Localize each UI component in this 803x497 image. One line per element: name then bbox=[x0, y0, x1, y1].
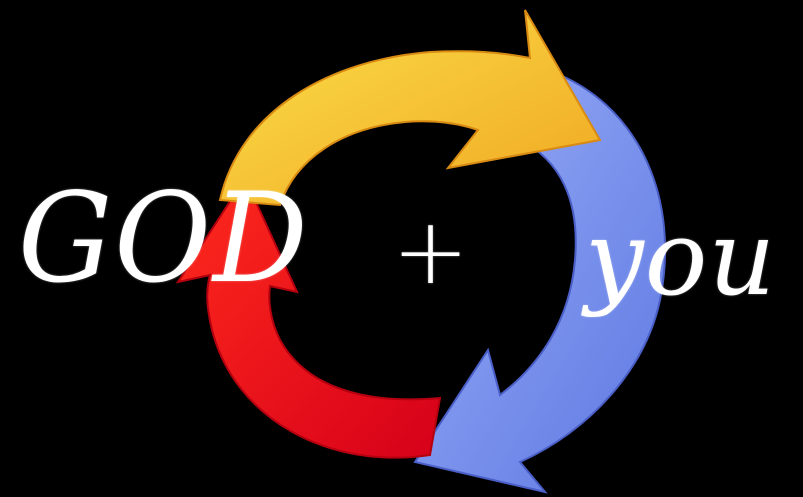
plus-sign: + bbox=[392, 206, 469, 298]
god-text: GOD bbox=[18, 165, 310, 312]
you-text: you bbox=[585, 198, 776, 318]
